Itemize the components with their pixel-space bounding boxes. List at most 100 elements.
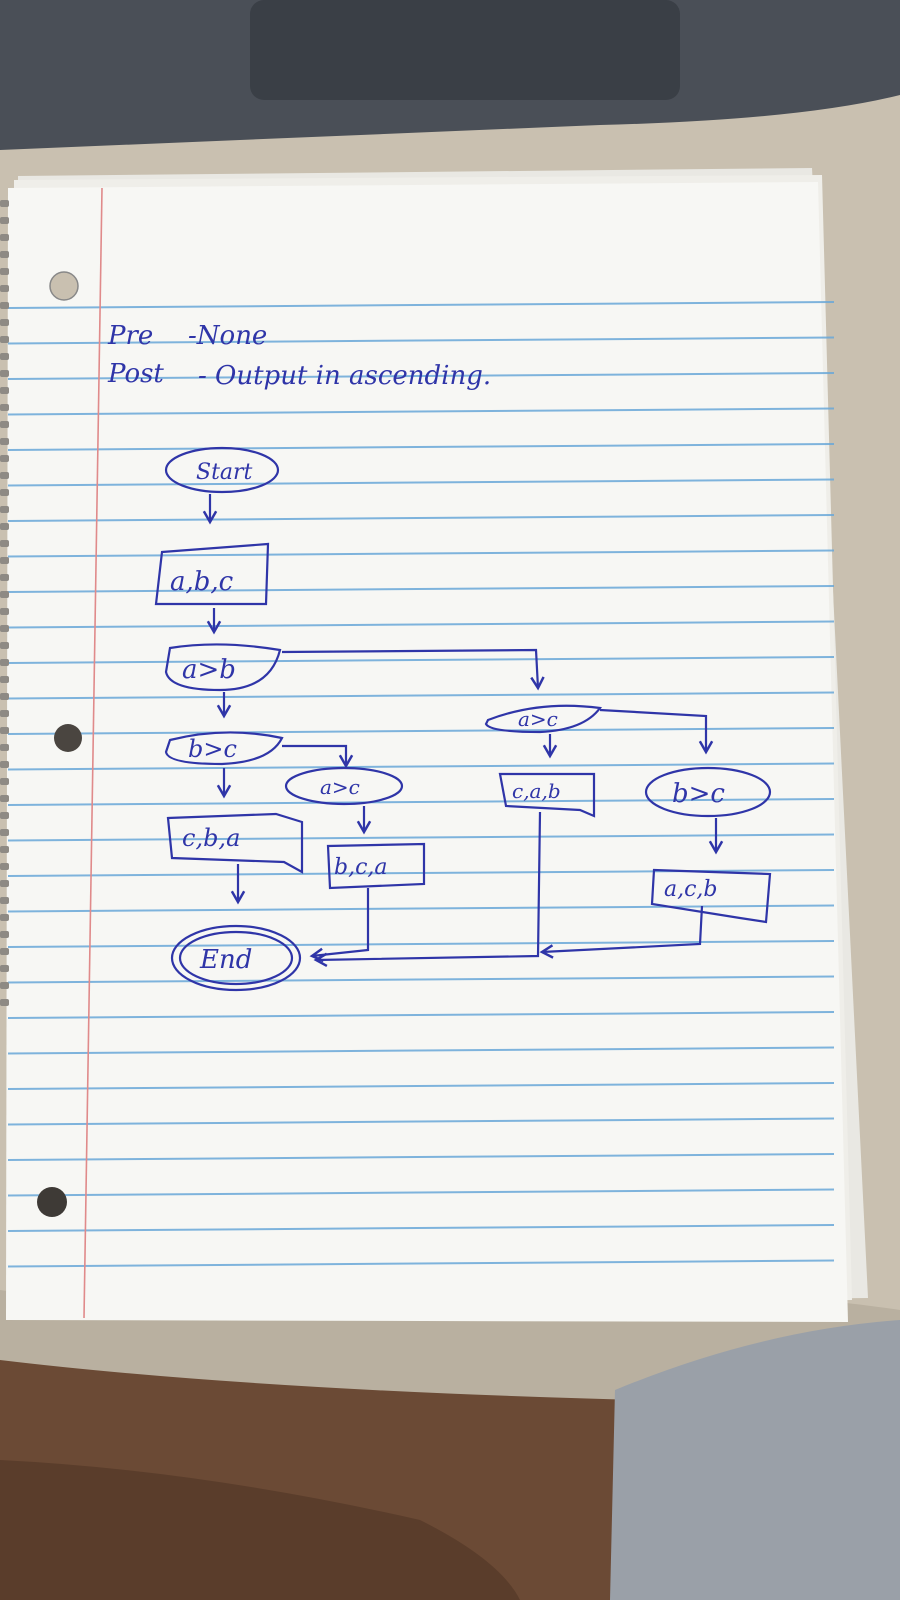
spiral-perforation [0, 387, 9, 394]
spiral-perforation [0, 574, 9, 581]
spiral-perforation [0, 761, 9, 768]
ruled-line [7, 656, 835, 664]
post-label: Post [107, 359, 164, 389]
decision-a-gt-c-right-node [484, 704, 602, 734]
output-bca-label: b,c,a [334, 855, 388, 880]
spiral-perforation [0, 863, 9, 870]
spiral-perforation [0, 965, 9, 972]
ruled-line [7, 727, 835, 735]
arrow-a-gt-c-right-no [599, 708, 714, 755]
arrow-bca-to-end [309, 888, 370, 963]
spiral-perforation [0, 744, 9, 751]
ruled-line [7, 940, 835, 948]
spiral-perforation [0, 591, 9, 598]
decision-a-gt-b-label: a>b [182, 655, 236, 685]
output-cab-label: c,a,b [512, 779, 561, 803]
spiral-perforation [0, 438, 9, 445]
spiral-perforation [0, 370, 9, 377]
ruled-line [7, 1153, 835, 1161]
ruled-line [7, 301, 835, 309]
ruled-line [7, 1259, 835, 1268]
decision-a-gt-c-left-node [284, 766, 404, 806]
spiral-perforation [0, 234, 9, 241]
decision-a-gt-c-right-label: a>c [518, 707, 558, 731]
output-acb-node [650, 868, 772, 924]
spiral-perforation [0, 200, 9, 207]
output-bca-node [326, 842, 426, 890]
decision-b-gt-c-right-node [644, 766, 772, 818]
input-node [154, 542, 270, 606]
spiral-perforation [0, 948, 9, 955]
decision-a-gt-c-left-label: a>c [320, 775, 360, 799]
spiral-perforation [0, 455, 9, 462]
end-label: End [199, 945, 252, 975]
ruled-line [7, 585, 835, 593]
decision-b-gt-c-left-node [164, 731, 284, 766]
spiral-perforation [0, 489, 9, 496]
ruled-line [7, 336, 835, 345]
spiral-perforation [0, 829, 9, 836]
ruled-line [7, 1082, 835, 1090]
ruled-line [7, 407, 835, 416]
spiral-perforation [0, 982, 9, 989]
spiral-perforation [0, 302, 9, 309]
ruled-line [7, 549, 835, 558]
notebook-page [6, 182, 848, 1322]
spiral-perforation [0, 846, 9, 853]
arm-shadow [0, 1460, 520, 1600]
ruled-line [7, 1046, 835, 1055]
arrow-b-gt-c-left-no [282, 744, 354, 769]
decision-b-gt-c-right-label: b>c [672, 779, 725, 809]
spiral-perforation [0, 693, 9, 700]
spiral-perforation [0, 285, 9, 292]
ruled-line [7, 762, 835, 771]
pre-label: Pre [107, 321, 153, 351]
spiral-perforation [0, 999, 9, 1006]
spiral-perforation [0, 727, 9, 734]
post-value: - Output in ascending. [198, 361, 491, 391]
punch-hole-bottom [37, 1187, 67, 1217]
punch-hole-top [49, 271, 79, 301]
spiral-perforation [0, 608, 9, 615]
arrow-acb-to-end [539, 905, 704, 959]
spiral-perforation [0, 251, 9, 258]
ruled-line [7, 1188, 835, 1197]
ruled-line [7, 443, 835, 451]
ruled-line [7, 1117, 835, 1126]
ruled-line [7, 1011, 835, 1019]
ruled-line [7, 833, 835, 842]
spiral-perforation [0, 795, 9, 802]
punch-hole-middle [54, 724, 82, 752]
spiral-perforation [0, 404, 9, 411]
end-node-inner [178, 930, 294, 986]
spiral-perforation [0, 523, 9, 530]
spiral-perforation [0, 506, 9, 513]
output-acb-label: a,c,b [664, 877, 718, 902]
ruled-lines [7, 301, 835, 1268]
ruled-line [7, 514, 835, 522]
output-cba-node [166, 812, 304, 874]
spiral-perforation [0, 931, 9, 938]
spiral-perforations [0, 200, 9, 1006]
margin-line [83, 187, 103, 1319]
sleeve [610, 1320, 900, 1600]
arrow-a-gt-b-no [281, 648, 545, 691]
ruled-line [7, 620, 835, 629]
spiral-perforation [0, 353, 9, 360]
spiral-perforation [0, 217, 9, 224]
spiral-perforation [0, 710, 9, 717]
spiral-perforation [0, 778, 9, 785]
output-cab-node [498, 772, 596, 818]
spiral-perforation [0, 421, 9, 428]
start-label: Start [196, 460, 253, 485]
ruled-line [7, 372, 835, 380]
decision-a-gt-b-node [164, 643, 282, 692]
spiral-perforation [0, 676, 9, 683]
spiral-perforation [0, 897, 9, 904]
pre-value: -None [188, 321, 267, 351]
spiral-perforation [0, 472, 9, 479]
spiral-perforation [0, 557, 9, 564]
ruled-line [7, 1224, 835, 1232]
ruled-line [7, 798, 835, 806]
